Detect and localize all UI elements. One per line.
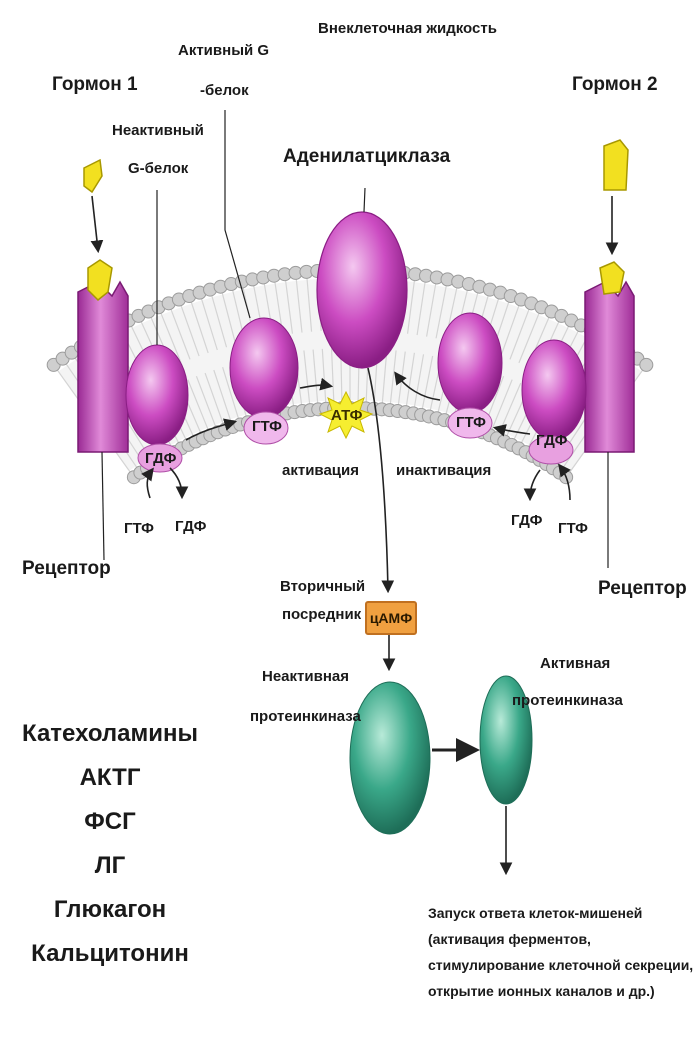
target-cell-response: Запуск ответа клеток-мишеней (активация …	[428, 900, 693, 1004]
hormone2-label: Гормон 2	[572, 74, 658, 96]
camp-box: цАМФ	[365, 601, 417, 635]
inactive-g-protein-label-2: G-белок	[128, 160, 188, 177]
receptor-right	[585, 282, 634, 452]
hormone2-bound	[600, 262, 624, 294]
active-kinase-label-2: протеинкиназа	[512, 692, 623, 709]
response-line: Запуск ответа клеток-мишеней	[428, 900, 693, 926]
hormone-list-item: АКТГ	[20, 756, 200, 800]
second-messenger-label-1: Вторичный	[280, 578, 365, 595]
hormone1-label: Гормон 1	[52, 74, 138, 96]
inactive-protein-kinase	[350, 682, 430, 834]
inactive-kinase-label-2: протеинкиназа	[250, 708, 361, 725]
inactivation-label: инактивация	[396, 462, 491, 479]
adenylate-cyclase	[317, 212, 407, 368]
receptor-left	[78, 282, 128, 452]
hormone2-free	[604, 140, 628, 190]
active-kinase-label-1: Активная	[540, 655, 610, 672]
gtp-label-in-left: ГТФ	[124, 520, 154, 537]
hormone1-free	[84, 160, 102, 192]
gtp-label-in-right: ГТФ	[558, 520, 588, 537]
gdp-label-out-left: ГДФ	[175, 518, 206, 535]
activation-label: активация	[282, 462, 359, 479]
second-messenger-label-2: посредник	[282, 606, 361, 623]
adenylate-cyclase-label: Аденилатциклаза	[283, 146, 450, 168]
response-line: открытие ионных каналов и др.)	[428, 978, 693, 1004]
gdp-label-left-g: ГДФ	[145, 450, 176, 467]
receptor-left-label: Рецептор	[22, 558, 111, 580]
gtp-label-right-g: ГТФ	[456, 414, 486, 431]
atp-label: АТФ	[331, 407, 362, 424]
hormone-list-item: ФСГ	[20, 800, 200, 844]
hormone-list-item: Катехоламины	[20, 712, 200, 756]
gdp-label-right-g: ГДФ	[536, 432, 567, 449]
hormone-list-item: Кальцитонин	[20, 932, 200, 976]
receptor-right-label: Рецептор	[598, 578, 687, 600]
hormone-list: Катехоламины АКТГ ФСГ ЛГ Глюкагон Кальци…	[20, 712, 200, 976]
active-g-protein-label-2: -белок	[200, 82, 249, 99]
gtp-label-left-g: ГТФ	[252, 418, 282, 435]
extracellular-label: Внеклеточная жидкость	[318, 20, 497, 37]
active-g-protein-label-1: Активный G	[178, 42, 269, 59]
hormone-list-item: Глюкагон	[20, 888, 200, 932]
hormone-list-item: ЛГ	[20, 844, 200, 888]
response-line: стимулирование клеточной секреции,	[428, 952, 693, 978]
lipid-head	[640, 358, 653, 371]
inactive-kinase-label-1: Неактивная	[262, 668, 349, 685]
inactive-g-protein-label-1: Неактивный	[112, 122, 204, 139]
gdp-label-out-right: ГДФ	[511, 512, 542, 529]
response-line: (активация ферментов,	[428, 926, 693, 952]
